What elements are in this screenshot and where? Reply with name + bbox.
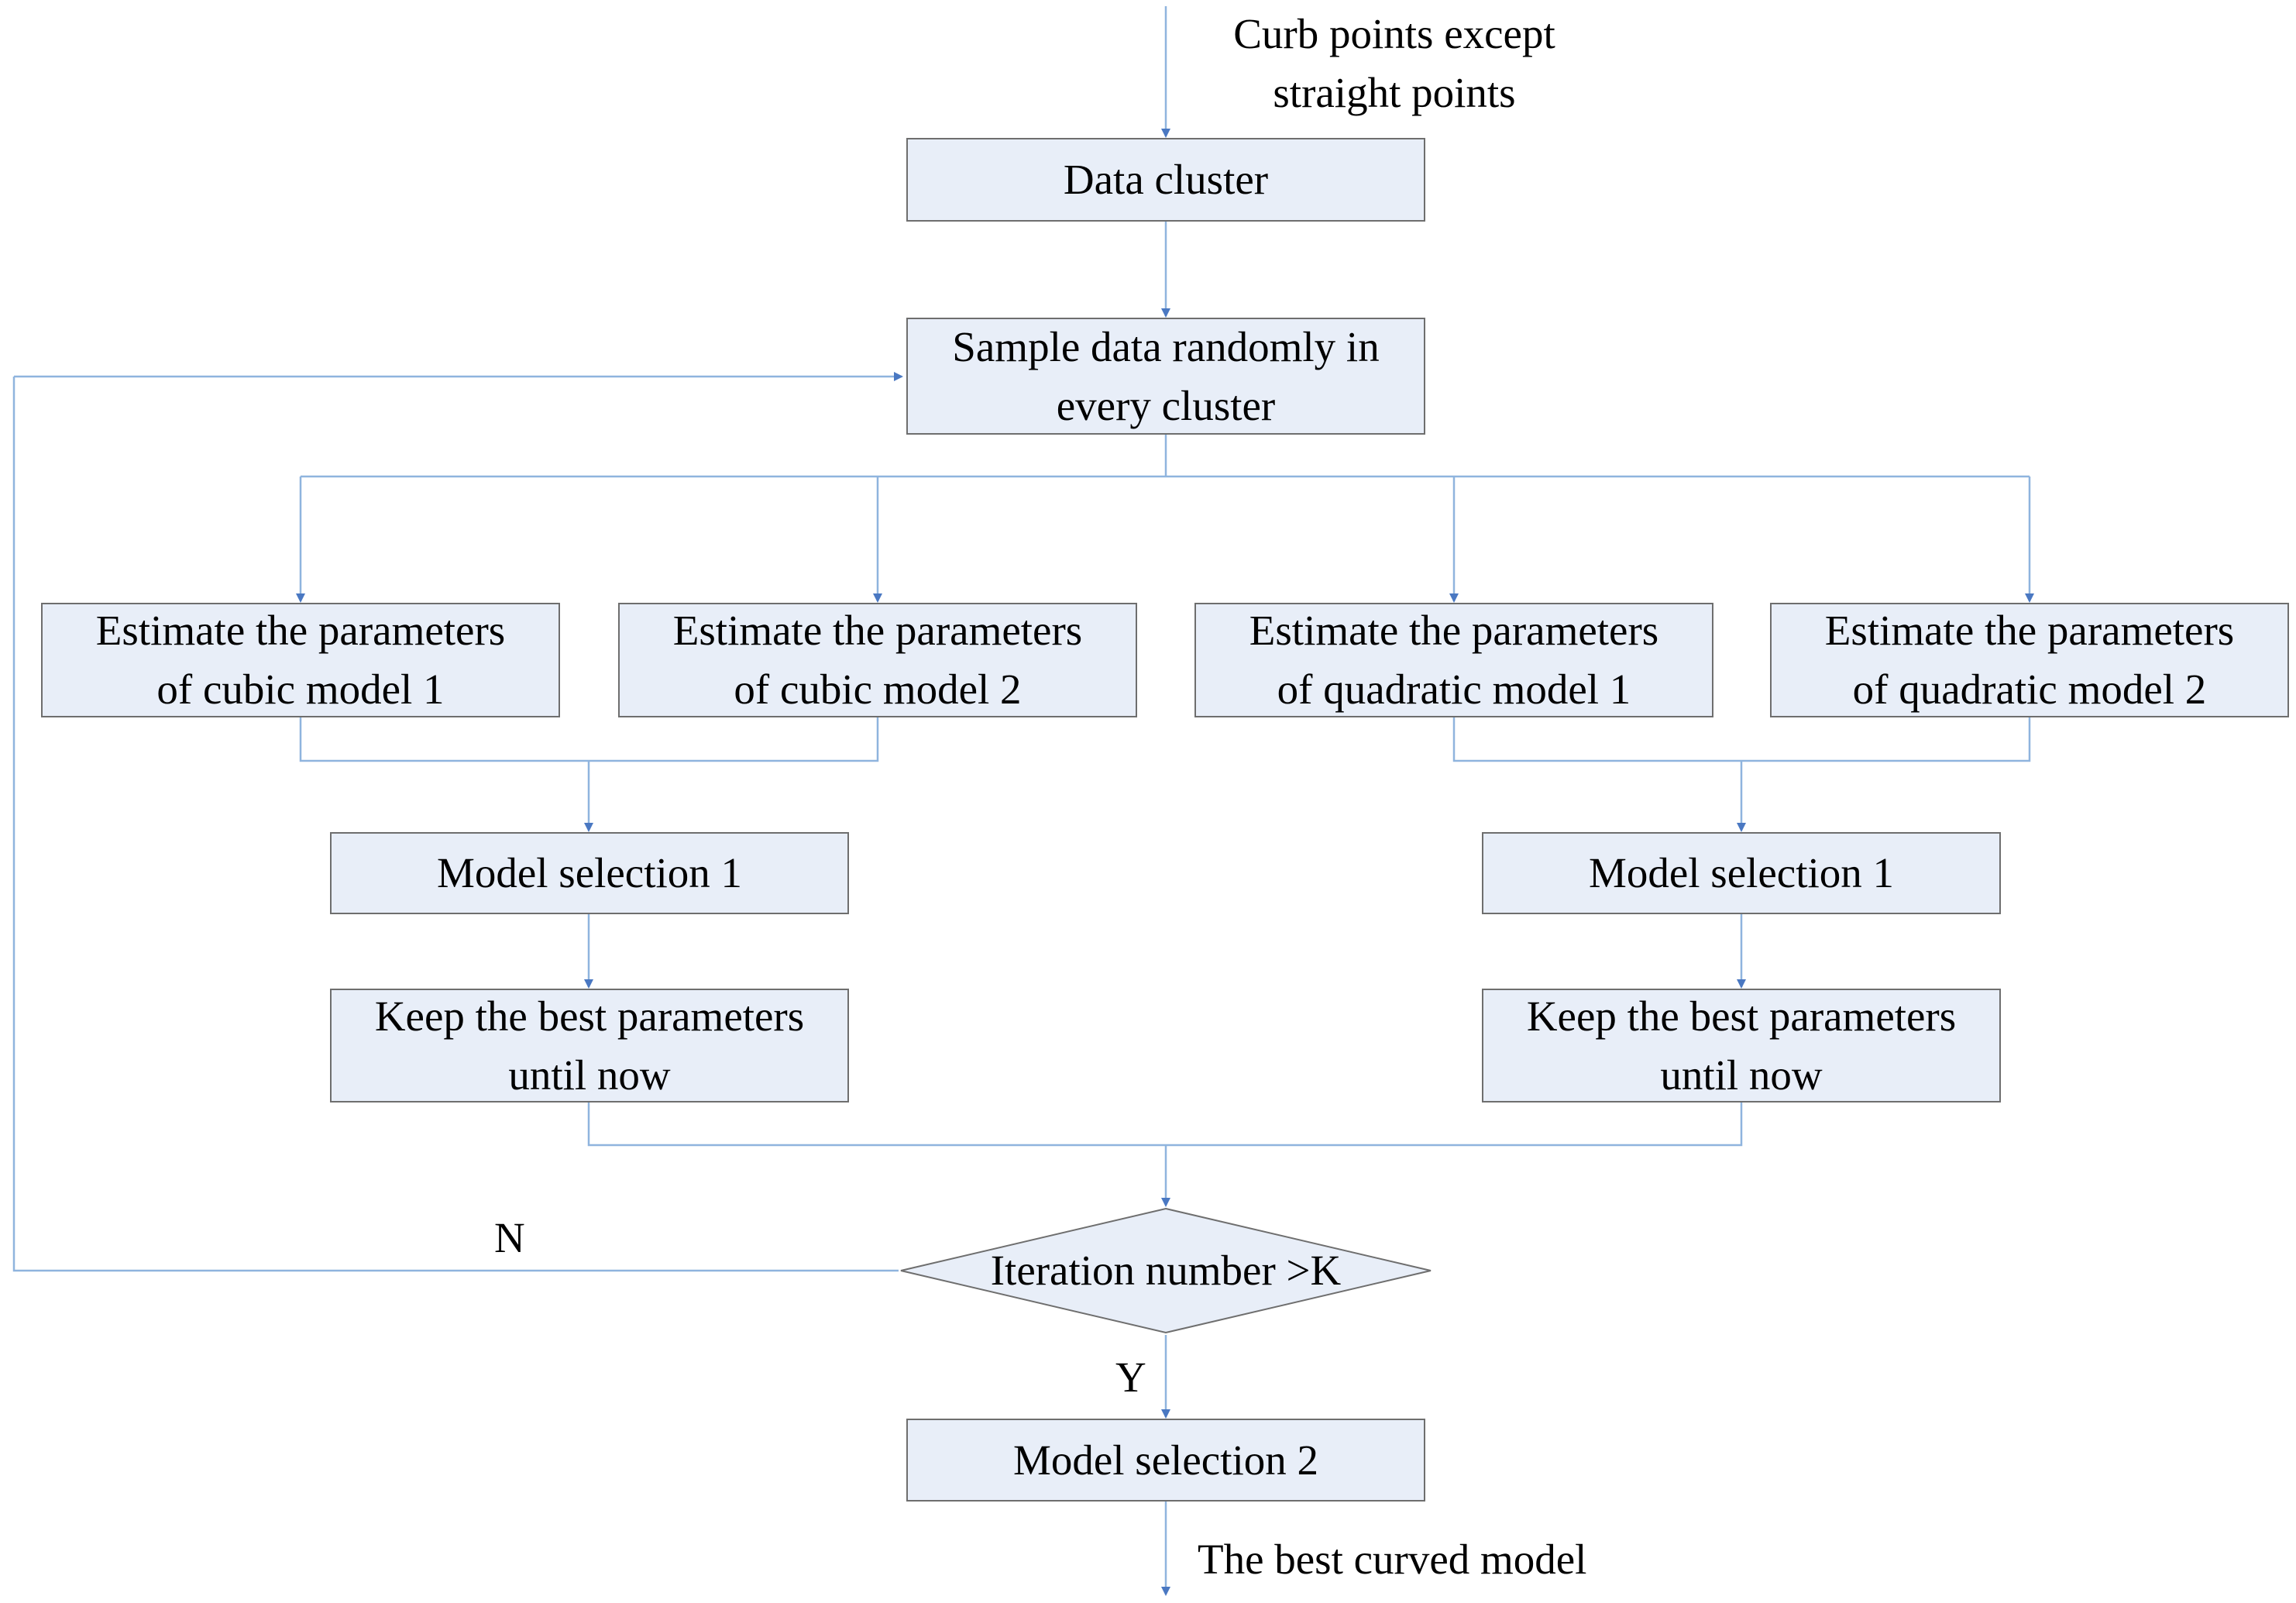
estimate-quadratic-1-line-2: of quadratic model 1 [1277, 666, 1631, 713]
line-merge-right [1452, 717, 2031, 762]
output-label: The best curved model [1198, 1536, 1587, 1583]
keep-right-line-1: Keep the best parameters [1526, 992, 1957, 1040]
line-merge-keep [587, 1102, 1743, 1147]
sample-label-line-1: Sample data randomly in [952, 322, 1380, 370]
model-selection-right-label: Model selection 1 [1588, 849, 1895, 896]
data-cluster-box: Data cluster [906, 138, 1425, 222]
keep-right-line-2: until now [1660, 1051, 1823, 1099]
branch-yes-label: Y [1115, 1354, 1146, 1401]
model-selection-final-box: Model selection 2 [906, 1419, 1425, 1502]
estimate-cubic-1-line-2: of cubic model 1 [156, 666, 445, 713]
keep-right-box: Keep the best parameters until now [1482, 989, 2001, 1102]
estimate-quadratic-2-line-2: of quadratic model 2 [1852, 666, 2207, 713]
model-selection-right-box: Model selection 1 [1482, 832, 2001, 914]
sample-box: Sample data randomly in every cluster [906, 318, 1425, 435]
estimate-quadratic-1-box: Estimate the parameters of quadratic mod… [1194, 603, 1713, 717]
model-selection-left-box: Model selection 1 [330, 832, 849, 914]
sample-label-line-2: every cluster [1056, 381, 1276, 429]
line-loop-back [12, 377, 899, 1272]
decision-label: Iteration number >K [990, 1247, 1342, 1294]
model-selection-left-label: Model selection 1 [436, 849, 743, 896]
estimate-cubic-2-box: Estimate the parameters of cubic model 2 [618, 603, 1137, 717]
decision-diamond [900, 1207, 1432, 1334]
estimate-cubic-2-line-2: of cubic model 2 [734, 666, 1022, 713]
line-merge-left [299, 717, 879, 762]
keep-left-box: Keep the best parameters until now [330, 989, 849, 1102]
input-label: Curb points except straight points [1193, 5, 1596, 122]
estimate-quadratic-2-box: Estimate the parameters of quadratic mod… [1770, 603, 2289, 717]
estimate-cubic-2-line-1: Estimate the parameters [672, 607, 1083, 654]
estimate-cubic-1-line-1: Estimate the parameters [95, 607, 506, 654]
estimate-quadratic-1-line-1: Estimate the parameters [1249, 607, 1659, 654]
input-label-line-1: Curb points except [1233, 10, 1555, 57]
keep-left-line-1: Keep the best parameters [374, 992, 805, 1040]
estimate-quadratic-2-line-1: Estimate the parameters [1824, 607, 2235, 654]
model-selection-final-label: Model selection 2 [1012, 1436, 1319, 1484]
input-label-line-2: straight points [1273, 69, 1516, 116]
branch-no-label: N [494, 1214, 525, 1261]
data-cluster-label: Data cluster [1063, 156, 1269, 203]
estimate-cubic-1-box: Estimate the parameters of cubic model 1 [41, 603, 560, 717]
keep-left-line-2: until now [508, 1051, 671, 1099]
